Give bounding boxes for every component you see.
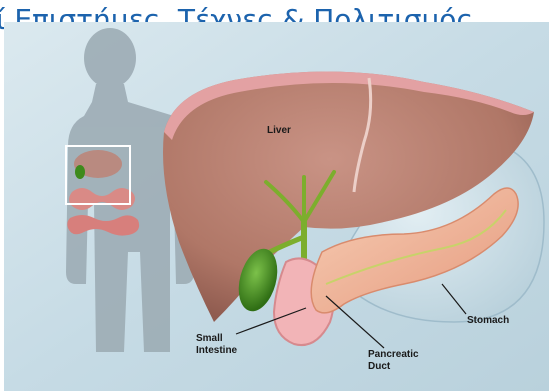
anatomy-diagram: [4, 22, 549, 391]
label-small-intestine-line1: Small: [196, 333, 223, 345]
label-small-intestine-line2: Intestine: [196, 345, 237, 357]
label-pancreatic-duct-line2: Duct: [368, 361, 390, 373]
label-liver: Liver: [267, 125, 291, 137]
anatomy-illustration: Liver Small Intestine Pancreatic Duct St…: [4, 22, 549, 391]
label-stomach: Stomach: [467, 315, 509, 327]
label-pancreatic-duct-line1: Pancreatic: [368, 349, 419, 361]
